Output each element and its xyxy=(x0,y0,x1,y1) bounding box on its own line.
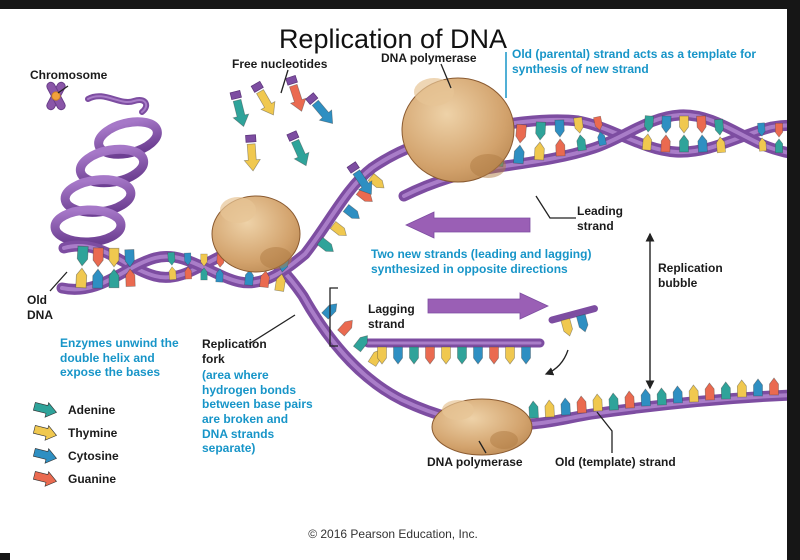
legend-label-thymine: Thymine xyxy=(68,426,118,440)
label-old-parental-note: Old (parental) strand acts as a template… xyxy=(512,47,757,76)
lagging-direction-arrow xyxy=(427,292,549,320)
label-two-new-strands: Two new strands (leading and lagging) sy… xyxy=(371,247,592,276)
label-replication-fork: Replication fork xyxy=(202,337,267,366)
legend-item-cytosine: Cytosine xyxy=(33,447,119,465)
copyright: © 2016 Pearson Education, Inc. xyxy=(308,527,478,541)
okazaki-fragment xyxy=(548,305,599,338)
adenine-swatch xyxy=(33,402,58,418)
label-chromosome: Chromosome xyxy=(30,68,108,82)
pointer-lines xyxy=(49,63,613,454)
label-free-nucleotides: Free nucleotides xyxy=(232,57,328,71)
label-lagging-strand: Lagging strand xyxy=(368,302,415,331)
label-dna-polymerase-bottom: DNA polymerase xyxy=(427,455,523,469)
lagging-bases xyxy=(377,346,531,365)
legend-item-adenine: Adenine xyxy=(33,401,119,419)
dna-polymerase-bottom-blob xyxy=(431,398,533,456)
guanine-swatch xyxy=(33,471,58,487)
legend-label-guanine: Guanine xyxy=(68,472,117,486)
adenine-icon xyxy=(33,402,58,418)
leading-direction-arrow xyxy=(405,211,531,239)
label-dna-polymerase-top: DNA polymerase xyxy=(381,51,477,65)
coiled-chromatin xyxy=(50,117,162,247)
legend-item-guanine: Guanine xyxy=(33,470,119,488)
label-replication-fork-note: (area where hydrogen bonds between base … xyxy=(202,368,313,456)
cytosine-swatch xyxy=(33,448,58,464)
legend-item-thymine: Thymine xyxy=(33,424,119,442)
label-enzymes-note: Enzymes unwind the double helix and expo… xyxy=(60,336,179,380)
chromosome-icon xyxy=(46,81,66,111)
thymine-swatch xyxy=(33,425,58,441)
legend-label-cytosine: Cytosine xyxy=(68,449,119,463)
dna-polymerase-top-blob xyxy=(401,77,515,183)
page-title: Replication of DNA xyxy=(278,24,508,54)
cytosine-icon xyxy=(33,448,58,464)
thymine-icon xyxy=(33,425,58,441)
label-old-template-strand: Old (template) strand xyxy=(555,455,676,469)
label-leading-strand: Leading strand xyxy=(577,204,624,233)
guanine-icon xyxy=(33,471,58,487)
label-old-dna: Old DNA xyxy=(27,293,53,322)
label-replication-bubble: Replication bubble xyxy=(658,261,723,290)
helicase-blob xyxy=(211,195,301,273)
chromatin-squiggle xyxy=(85,93,150,115)
okazaki-join-arrow xyxy=(544,349,569,376)
legend: Adenine Thymine Cytosine Guanine xyxy=(33,401,119,488)
legend-label-adenine: Adenine xyxy=(68,403,116,417)
